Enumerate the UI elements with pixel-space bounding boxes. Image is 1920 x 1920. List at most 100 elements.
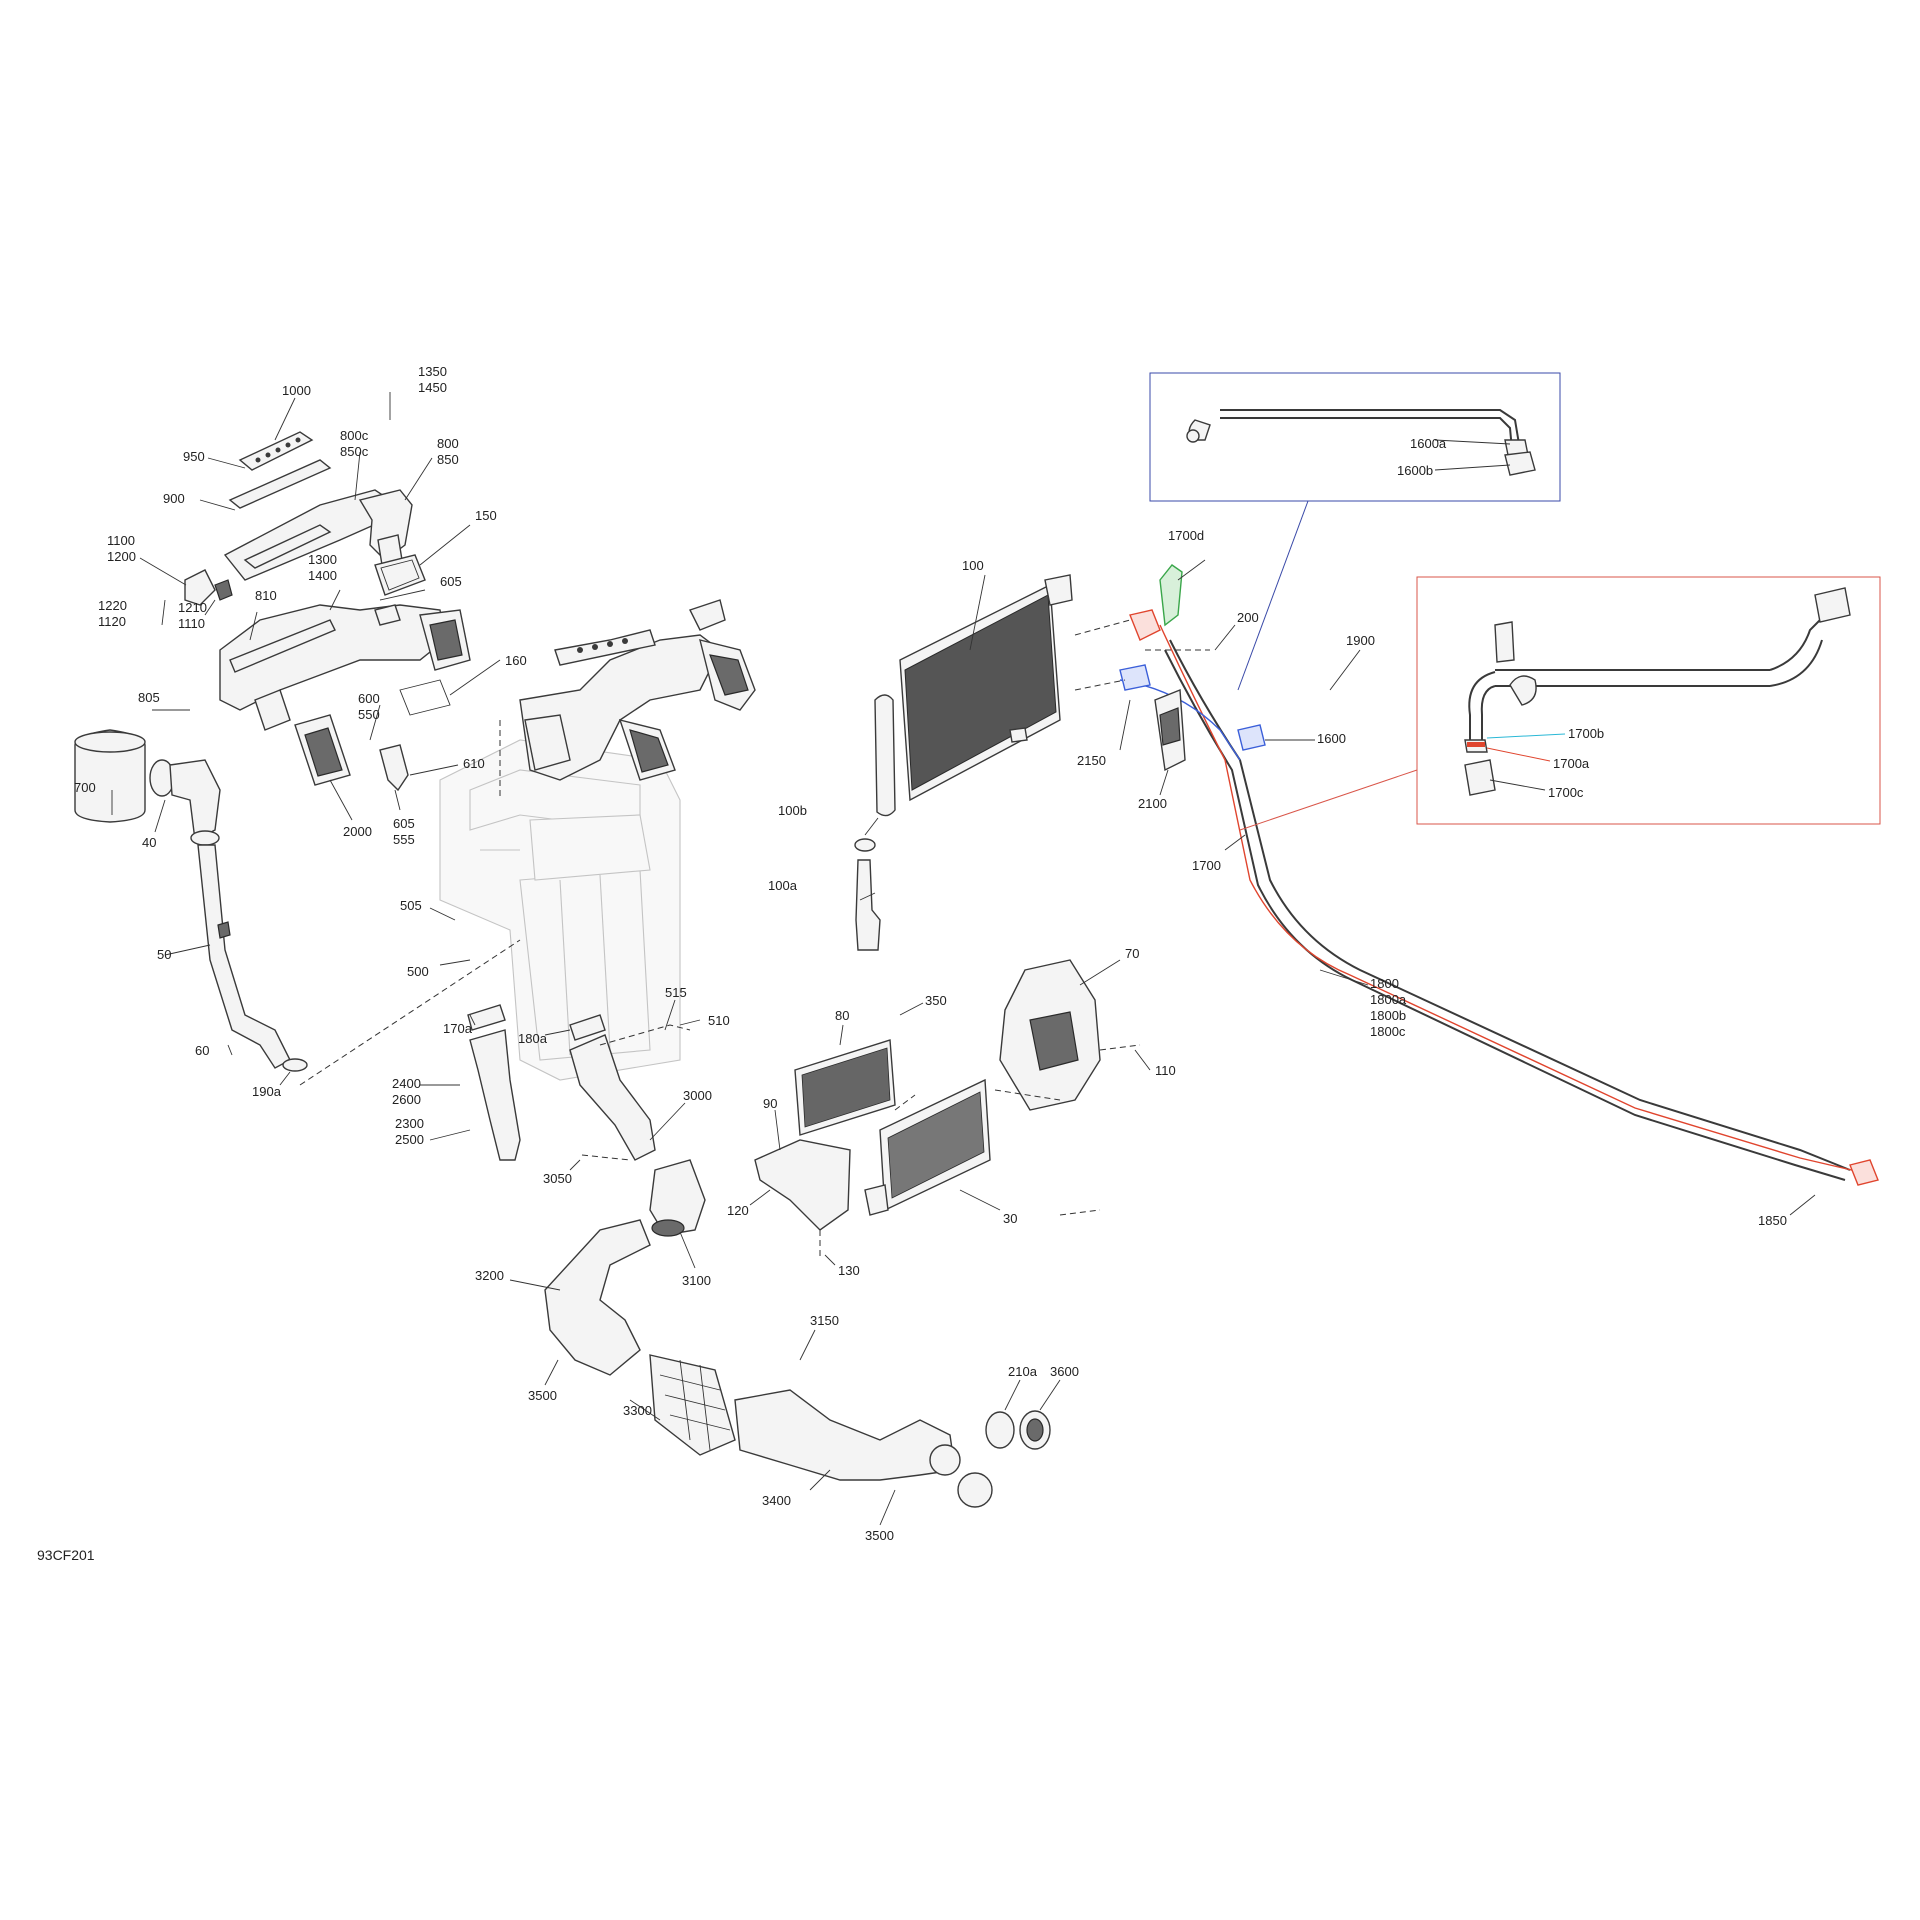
oring-100b — [854, 838, 876, 852]
inset-1600 — [1149, 372, 1561, 502]
vent-2000 — [294, 714, 351, 786]
callout-1350: 1350 — [418, 364, 447, 379]
callout-1200: 1200 — [107, 549, 136, 564]
duct-elbow-800 — [358, 489, 413, 566]
ring-3600 — [1019, 1410, 1051, 1450]
callout-1800c: 1800c — [1370, 1024, 1406, 1039]
fitting-red-upper — [1129, 609, 1161, 641]
grille-30 — [864, 1078, 991, 1216]
callout-3500-left: 3500 — [528, 1388, 557, 1403]
callout-605-upper: 605 — [440, 574, 462, 589]
callout-805: 805 — [138, 690, 160, 705]
callout-515: 515 — [665, 985, 687, 1000]
callout-2000: 2000 — [343, 824, 372, 839]
callout-3150: 3150 — [810, 1313, 839, 1328]
callout-60: 60 — [195, 1043, 209, 1058]
callout-120: 120 — [727, 1203, 749, 1218]
callout-1210: 1210 — [178, 600, 207, 615]
inset-connectors — [1237, 500, 1418, 831]
seal-190a — [282, 1058, 308, 1072]
callout-1600b: 1600b — [1397, 463, 1433, 478]
callout-180a: 180a — [518, 1031, 548, 1046]
leader-lines — [111, 392, 1816, 1526]
fitting-blue — [1119, 664, 1266, 751]
duct-3200 — [544, 1219, 651, 1376]
callout-50: 50 — [157, 947, 171, 962]
callout-210a: 210a — [1008, 1364, 1038, 1379]
drain-100a — [855, 859, 881, 951]
callout-90: 90 — [763, 1096, 777, 1111]
callout-1110: 1110 — [178, 616, 205, 631]
cover-70 — [999, 959, 1101, 1111]
callout-1400: 1400 — [308, 568, 337, 583]
callout-3400: 3400 — [762, 1493, 791, 1508]
bracket-600 — [379, 744, 409, 792]
callout-2600: 2600 — [392, 1092, 421, 1107]
duct-3400 — [734, 1389, 993, 1508]
callout-3200: 3200 — [475, 1268, 504, 1283]
callout-1600: 1600 — [1317, 731, 1346, 746]
assembly-lines — [299, 619, 1210, 1260]
callout-170a: 170a — [443, 1021, 473, 1036]
fitting-red-lower — [1849, 1159, 1879, 1186]
callout-900: 900 — [163, 491, 185, 506]
callout-510: 510 — [708, 1013, 730, 1028]
callout-110: 110 — [1155, 1063, 1176, 1078]
callout-850c: 850c — [340, 444, 369, 459]
tube-50 — [197, 844, 291, 1069]
callout-1800: 1800 — [1370, 976, 1399, 991]
callout-130: 130 — [838, 1263, 860, 1278]
elbow-40 — [149, 759, 221, 846]
callout-1300: 1300 — [308, 552, 337, 567]
callout-100b: 100b — [778, 803, 807, 818]
ring-210a — [985, 1411, 1015, 1449]
callout-labels: 1000 1350 1450 950 800c 850c 800 850 900… — [74, 364, 1787, 1543]
callout-1700a: 1700a — [1553, 756, 1590, 771]
inset-1700 — [1416, 576, 1881, 825]
callout-1700c: 1700c — [1548, 785, 1584, 800]
callout-2500: 2500 — [395, 1132, 424, 1147]
callout-555: 555 — [393, 832, 415, 847]
callout-200: 200 — [1237, 610, 1259, 625]
callout-1850: 1850 — [1758, 1213, 1787, 1228]
callout-350: 350 — [925, 993, 947, 1008]
callout-100: 100 — [962, 558, 984, 573]
gasket-150 — [374, 554, 426, 596]
callout-1700b: 1700b — [1568, 726, 1604, 741]
mat-80 — [794, 1039, 896, 1136]
hvac-box-ghost — [439, 739, 681, 1081]
bracket-2100 — [1154, 688, 1186, 772]
callout-850: 850 — [437, 452, 459, 467]
callout-2150: 2150 — [1077, 753, 1106, 768]
callout-1220: 1220 — [98, 598, 127, 613]
callout-800c: 800c — [340, 428, 369, 443]
duct-2300 — [467, 1004, 521, 1161]
central-duct-assembly — [519, 599, 756, 781]
callout-3050: 3050 — [543, 1171, 572, 1186]
callout-100a: 100a — [768, 878, 798, 893]
duct-3000 — [569, 1014, 656, 1161]
callout-80: 80 — [835, 1008, 849, 1023]
callout-3100: 3100 — [682, 1273, 711, 1288]
callout-600: 600 — [358, 691, 380, 706]
callout-1120: 1120 — [98, 614, 126, 629]
callout-3600: 3600 — [1050, 1364, 1079, 1379]
callout-2300: 2300 — [395, 1116, 424, 1131]
callout-800: 800 — [437, 436, 459, 451]
fitting-1100 — [184, 569, 233, 606]
callout-505: 505 — [400, 898, 422, 913]
callout-70: 70 — [1125, 946, 1139, 961]
fitting-1700d — [1159, 564, 1183, 627]
callout-1800a: 1800a — [1370, 992, 1407, 1007]
filter-700 — [74, 729, 146, 823]
callout-950: 950 — [183, 449, 205, 464]
defrost-grille-1000 — [238, 431, 314, 471]
radiator-100 — [874, 574, 1073, 817]
callout-150: 150 — [475, 508, 497, 523]
callout-1000: 1000 — [282, 383, 311, 398]
mesh-filter-3300 — [649, 1354, 736, 1456]
callout-700: 700 — [74, 780, 96, 795]
figure-id: 93CF201 — [37, 1547, 95, 1563]
callout-1900: 1900 — [1346, 633, 1375, 648]
